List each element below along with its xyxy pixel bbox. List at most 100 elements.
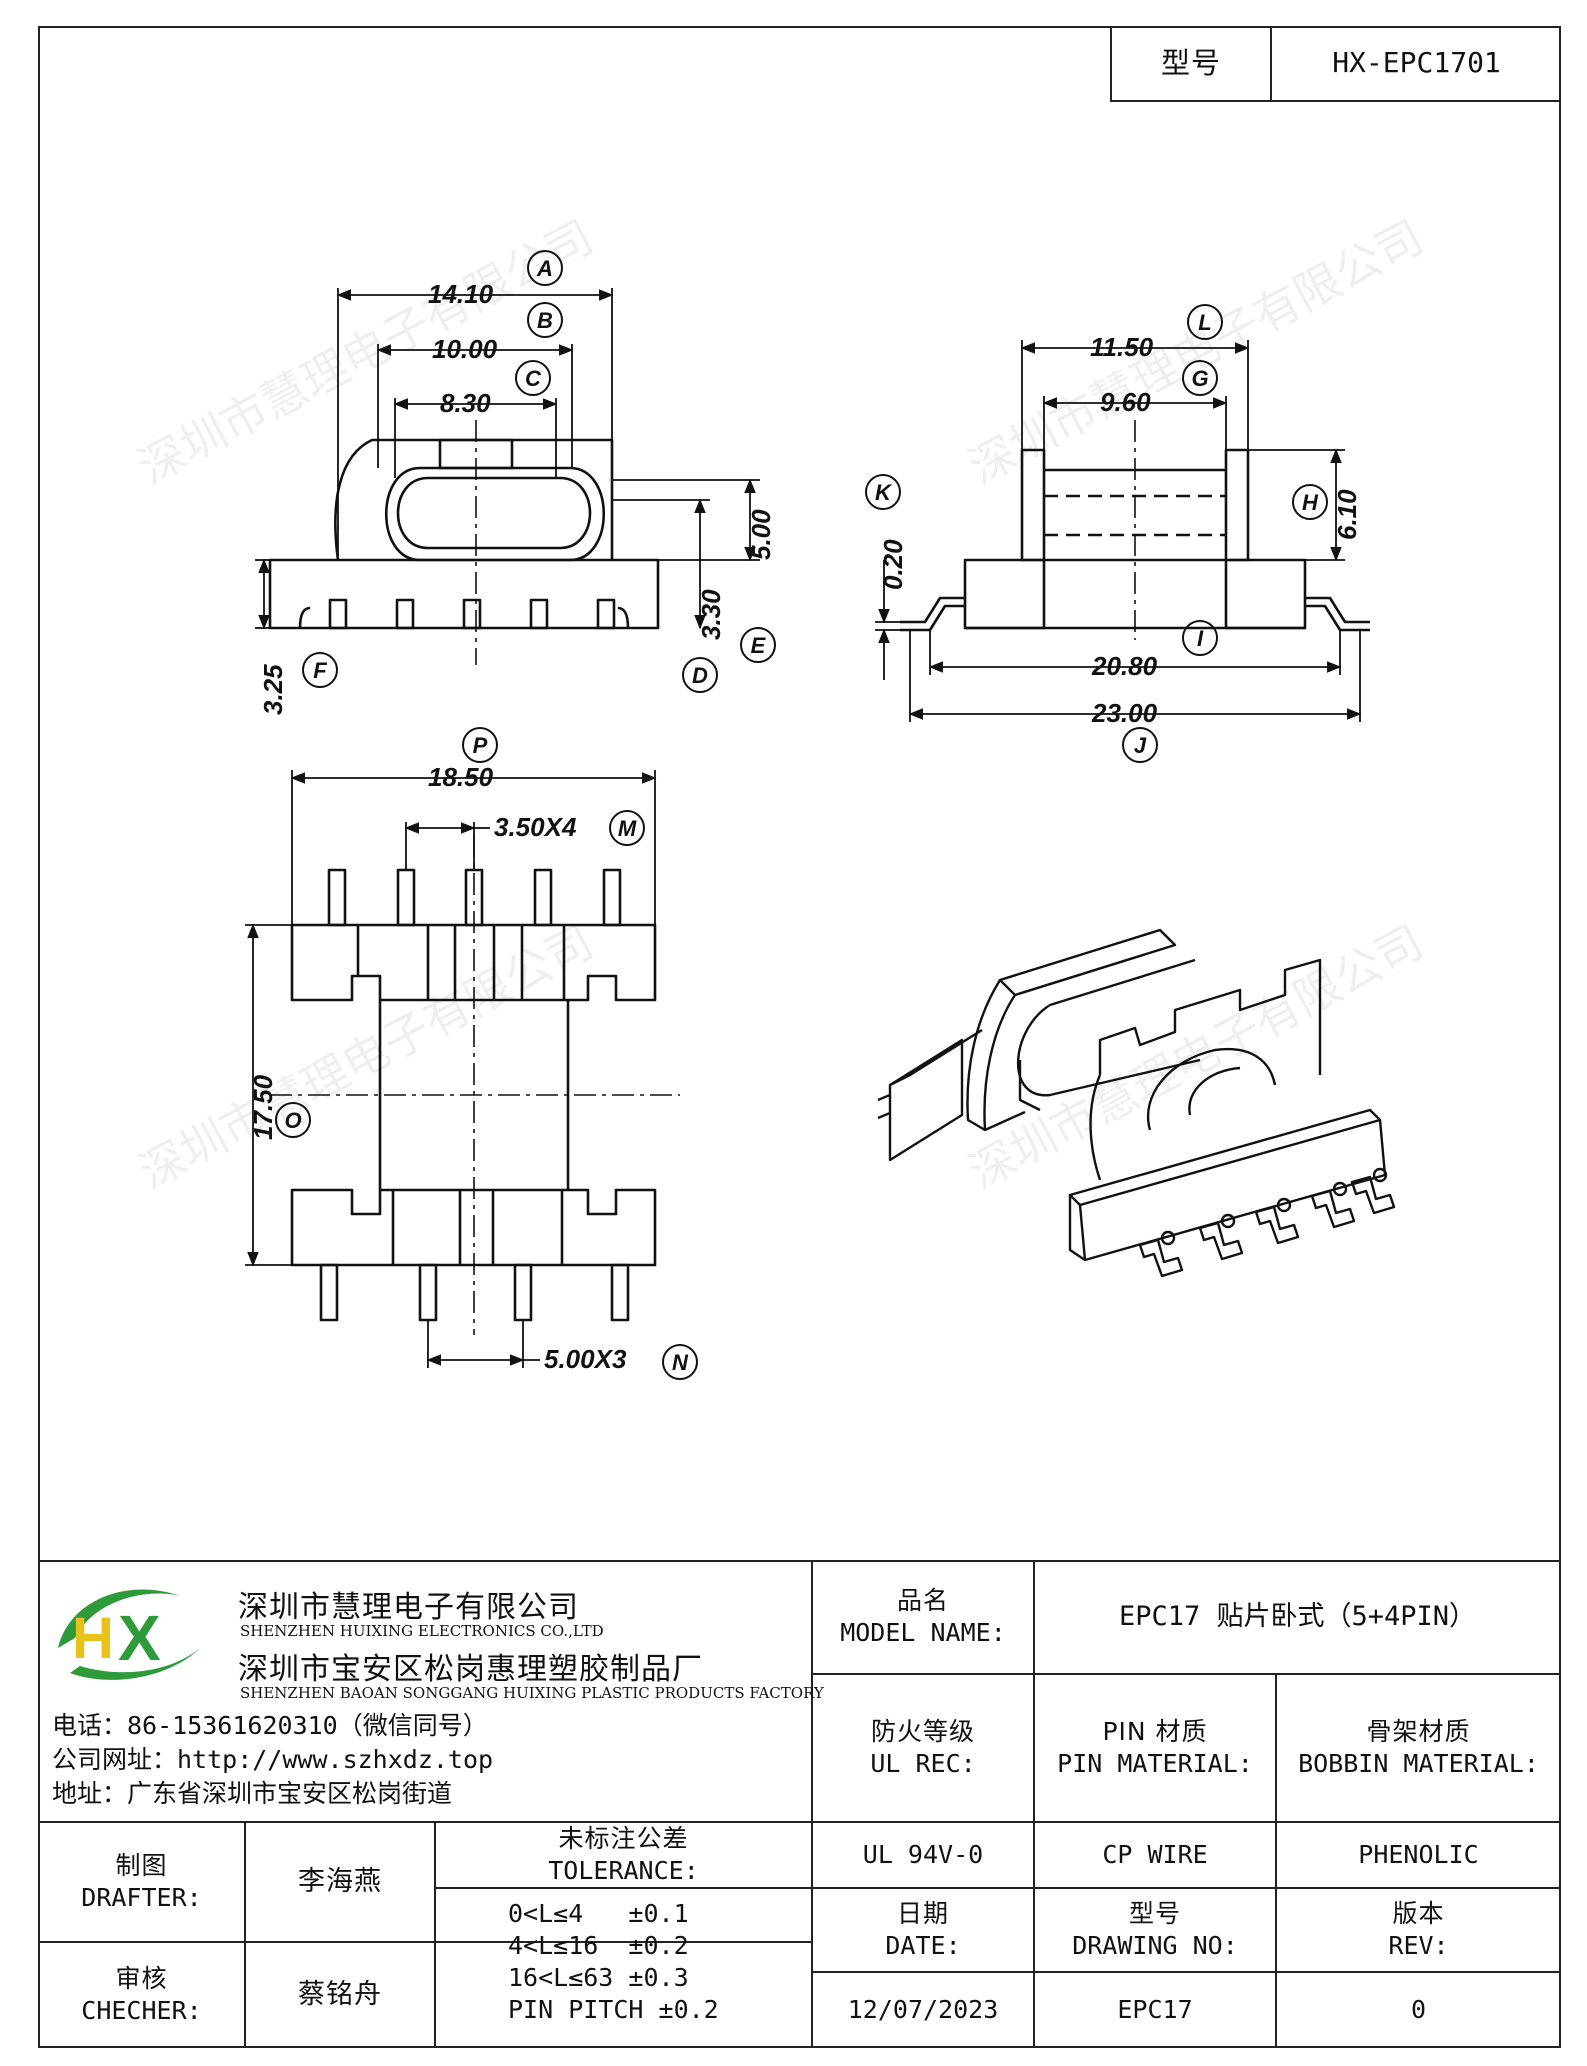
title-block-grid: [38, 1560, 1561, 2048]
checker-label: 审核 CHECHER:: [38, 1942, 245, 2048]
company-website: 公司网址：http://www.szhxdz.top: [52, 1745, 494, 1774]
rev-label: 版本 REV:: [1276, 1888, 1561, 1972]
dim-h-value: 6.10: [1332, 489, 1362, 540]
pin-material-label-cn: PIN 材质: [1102, 1717, 1208, 1746]
side-view-dimensions: [875, 340, 1362, 722]
pin-material-value: CP WIRE: [1102, 1840, 1208, 1869]
ul-rec-label: 防火等级 UL REC:: [812, 1674, 1034, 1822]
top-view-upper-pins: [327, 868, 622, 927]
model-name-label-en: MODEL NAME:: [840, 1618, 1006, 1647]
watermark-3: 深圳市慧理电子有限公司: [130, 914, 602, 1199]
tolerance-label-en: TOLERANCE:: [548, 1856, 699, 1885]
dim-e-value: 5.00: [746, 509, 776, 560]
tolerance-line: PIN PITCH ±0.2: [508, 1995, 719, 2024]
drawing-no-label: 型号 DRAWING NO:: [1034, 1888, 1276, 1972]
ul-rec-label-en: UL REC:: [870, 1749, 976, 1778]
dim-a-letter: A: [536, 256, 553, 281]
dimension-values: 14.10 10.00 8.30 5.00 3.30 3.25 11.50 9.…: [248, 279, 1362, 1374]
dim-d-value: 3.30: [696, 589, 726, 640]
dim-p-value: 18.50: [428, 762, 494, 792]
factory-name-cn: 深圳市宝安区松岗惠理塑胶制品厂: [238, 1652, 703, 1687]
tolerance-line: 4<L≤16 ±0.2: [508, 1931, 689, 1960]
dim-p-letter: P: [473, 733, 488, 758]
dim-m-value: 3.50X4: [494, 812, 577, 842]
logo-swoosh-top: [58, 1589, 180, 1648]
front-view-dimensions: [255, 288, 760, 630]
dim-l-value: 11.50: [1090, 332, 1154, 362]
model-value: HX-EPC1701: [1332, 46, 1501, 79]
dim-j-value: 23.00: [1091, 698, 1158, 728]
pin-material-label-en: PIN MATERIAL:: [1057, 1749, 1253, 1778]
drafter-label-en: DRAFTER:: [81, 1883, 202, 1912]
dim-c-value: 8.30: [440, 388, 491, 418]
watermark-2: 深圳市慧理电子有限公司: [960, 209, 1432, 494]
checker-label-cn: 审核: [115, 1964, 168, 1993]
title-block: H X 深圳市慧理电子有限公司 SHENZHEN HUIXING ELECTRO…: [38, 1560, 1561, 2048]
technical-drawing: 深圳市慧理电子有限公司 深圳市慧理电子有限公司 深圳市慧理电子有限公司 深圳市慧…: [130, 209, 1432, 1380]
pin-material-label: PIN 材质 PIN MATERIAL:: [1034, 1674, 1276, 1822]
checker-value: 蔡铭舟: [298, 1979, 382, 2010]
bobbin-material-label: 骨架材质 BOBBIN MATERIAL:: [1276, 1674, 1561, 1822]
bobbin-material-value: PHENOLIC: [1358, 1840, 1479, 1869]
company-name-cn: 深圳市慧理电子有限公司: [238, 1590, 579, 1625]
dim-b-value: 10.00: [432, 334, 498, 364]
factory-name-en: SHENZHEN BAOAN SONGGANG HUIXING PLASTIC …: [240, 1684, 824, 1702]
company-logo: H X: [58, 1589, 200, 1680]
dim-e-letter: E: [751, 633, 767, 658]
drawing-no-label-cn: 型号: [1128, 1899, 1181, 1928]
tolerance-label-cn: 未标注公差: [558, 1824, 689, 1853]
rev-label-en: REV:: [1388, 1931, 1449, 1960]
logo-h-letter: H: [72, 1606, 114, 1671]
dim-g-letter: G: [1191, 366, 1208, 391]
dim-o-letter: O: [284, 1108, 301, 1133]
rev-label-cn: 版本: [1392, 1899, 1445, 1928]
isometric-view: [877, 928, 1396, 1278]
drawing-no-label-en: DRAWING NO:: [1072, 1931, 1238, 1960]
dim-h-letter: H: [1302, 490, 1319, 515]
logo-swoosh-bottom: [70, 1648, 200, 1680]
dim-m-letter: M: [618, 816, 637, 841]
dim-j-letter: J: [1134, 733, 1147, 758]
dim-b-letter: B: [537, 308, 553, 333]
model-header-divider: [1270, 26, 1272, 102]
dim-f-value: 3.25: [258, 664, 288, 715]
dim-a-value: 14.10: [428, 279, 494, 309]
dim-i-value: 20.80: [1091, 651, 1158, 681]
side-view: [900, 420, 1370, 640]
dim-c-letter: C: [525, 366, 542, 391]
dim-k-letter: K: [875, 480, 893, 505]
dimension-letters: [275, 250, 1328, 1380]
model-name-value: EPC17 贴片卧式（5+4PIN）: [1118, 1601, 1477, 1632]
dimension-letter-text: A B C D E F L G H K I J P M O N: [284, 256, 1319, 1375]
date-label-cn: 日期: [896, 1899, 949, 1928]
dim-n-value: 5.00X3: [544, 1344, 627, 1374]
watermark-1: 深圳市慧理电子有限公司: [130, 209, 602, 494]
ul-rec-label-cn: 防火等级: [870, 1717, 975, 1746]
dim-g-value: 9.60: [1100, 387, 1151, 417]
drawing-border: [38, 26, 1561, 2048]
tolerance-table: 0<L≤4 ±0.1 4<L≤16 ±0.2 16<L≤63 ±0.3 PIN …: [508, 1898, 808, 2026]
date-label-en: DATE:: [885, 1931, 961, 1960]
dim-l-letter: L: [1198, 310, 1211, 335]
logo-x-letter: X: [118, 1602, 161, 1674]
top-view-dimensions: [245, 770, 657, 1368]
drafter-value: 李海燕: [298, 1866, 382, 1897]
drafter-label: 制图 DRAFTER:: [38, 1822, 245, 1942]
model-name-label-cn: 品名: [896, 1586, 949, 1615]
model-label: 型号: [1160, 46, 1221, 80]
dim-o-value: 17.50: [248, 1074, 278, 1140]
isometric-pins: [1138, 1167, 1396, 1278]
dim-i-letter: I: [1197, 626, 1204, 651]
front-view-pins: [298, 598, 630, 630]
date-label: 日期 DATE:: [812, 1888, 1034, 1972]
dim-d-letter: D: [692, 663, 708, 688]
company-phone: 电话：86-15361620310（微信同号）: [52, 1711, 488, 1740]
dim-n-letter: N: [672, 1350, 689, 1375]
dim-f-letter: F: [313, 658, 327, 683]
dim-k-value: 0.20: [878, 539, 908, 590]
ul-rec-value: UL 94V-0: [862, 1840, 984, 1869]
model-header-box: [1110, 26, 1561, 102]
rev-value: 0: [1410, 1995, 1427, 2024]
company-name-en: SHENZHEN HUIXING ELECTRONICS CO.,LTD: [240, 1622, 604, 1640]
tolerance-line: 0<L≤4 ±0.1: [508, 1899, 689, 1928]
